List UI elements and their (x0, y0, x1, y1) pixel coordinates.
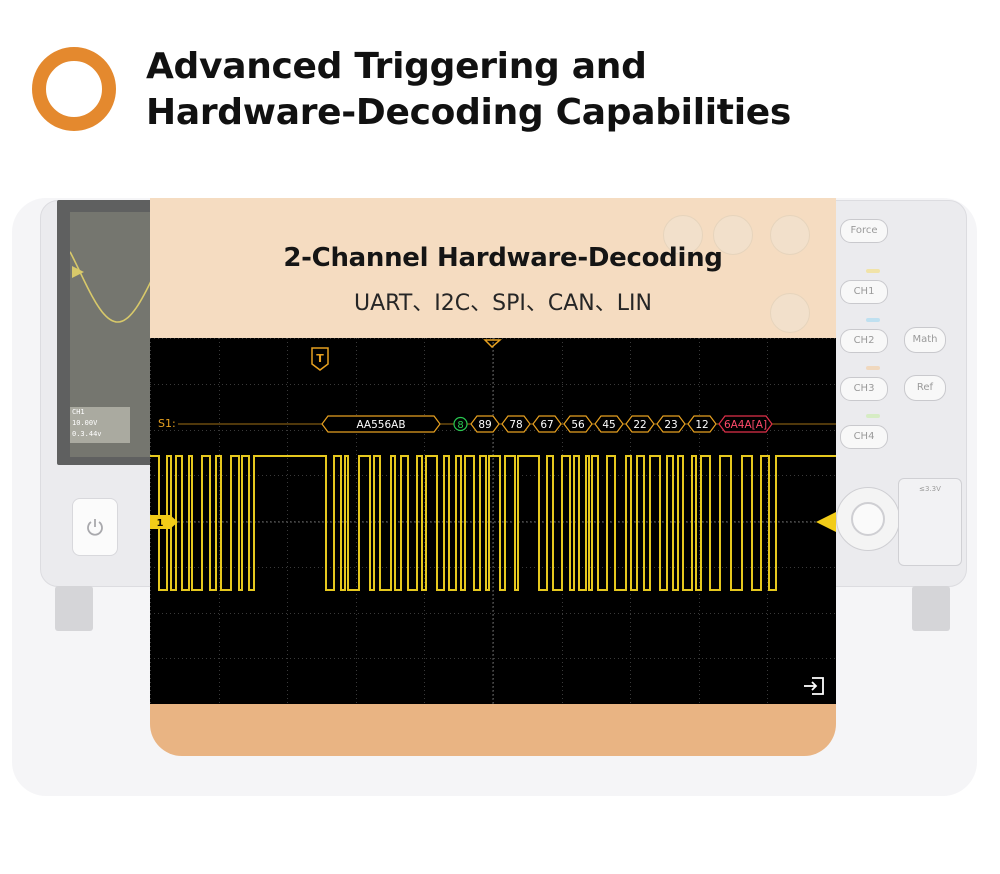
decode-field-7: 22 (625, 415, 655, 433)
svg-text:T: T (316, 352, 324, 365)
knob-left (663, 215, 703, 255)
bnc-connector (836, 487, 900, 551)
title-line-2: Hardware-Decoding Capabilities (146, 92, 791, 133)
decode-field-0: AA556AB (321, 415, 441, 433)
channel-marker: 1 (150, 515, 178, 529)
decode-field-9: 12 (687, 415, 717, 433)
math-button[interactable]: Math (904, 327, 946, 353)
decode-row: AA556AB 8 89 78 67 56 45 22 23 12 6A4A[A] (321, 415, 773, 433)
info-line-3: 0.3.44v (72, 430, 102, 438)
svg-text:78: 78 (509, 419, 522, 431)
svg-text:22: 22 (633, 419, 646, 431)
probe-compensation-panel: ≤3.3V (898, 478, 962, 566)
feature-title: 2-Channel Hardware-Decoding (283, 243, 723, 273)
decode-field-6: 45 (594, 415, 624, 433)
ring-logo-icon (32, 47, 116, 131)
decode-field-1: 8 (453, 416, 468, 432)
svg-text:12: 12 (695, 419, 708, 431)
page-title: Advanced Triggering and Hardware-Decodin… (146, 44, 966, 136)
svg-text:45: 45 (602, 419, 615, 431)
feature-protocols: UART、I2C、SPI、CAN、LIN (354, 291, 652, 316)
ch3-led (866, 366, 880, 370)
knob-vertical (770, 215, 810, 255)
svg-text:AA556AB: AA556AB (356, 419, 405, 431)
ch4-led (866, 414, 880, 418)
title-line-1: Advanced Triggering and (146, 46, 647, 87)
scope-grid (150, 338, 836, 704)
decode-field-2: 89 (470, 415, 500, 433)
bus-label: S1: (158, 417, 176, 430)
decode-field-4: 67 (532, 415, 562, 433)
svg-text:1: 1 (157, 518, 164, 529)
svg-text:67: 67 (540, 419, 553, 431)
device-foot-right (912, 586, 950, 631)
trigger-level-marker (816, 512, 836, 532)
svg-text:6A4A[A]: 6A4A[A] (724, 419, 767, 431)
ch1-button[interactable]: CH1 (840, 280, 888, 304)
info-line-1: CH1 (72, 408, 85, 416)
oscilloscope-screen: T S1: AA556AB 8 89 78 67 56 45 22 23 12 6A4A[A] 1 (150, 338, 836, 704)
decode-field-3: 78 (501, 415, 531, 433)
ch3-button[interactable]: CH3 (840, 377, 888, 401)
trigger-marker: T (311, 347, 329, 371)
svg-text:89: 89 (478, 419, 491, 431)
svg-text:8: 8 (457, 420, 463, 431)
decode-field-5: 56 (563, 415, 593, 433)
digital-signal-trace (150, 455, 836, 591)
power-icon (87, 519, 103, 536)
feature-header-overlay (150, 198, 836, 338)
svg-text:23: 23 (664, 419, 677, 431)
ch2-led (866, 318, 880, 322)
info-line-2: 10.00V (72, 419, 98, 427)
svg-text:56: 56 (571, 419, 585, 431)
knob-position (770, 293, 810, 333)
decode-field-8: 23 (656, 415, 686, 433)
decode-field-10: 6A4A[A] (718, 415, 773, 433)
ch4-button[interactable]: CH4 (840, 425, 888, 449)
exit-icon[interactable] (802, 676, 826, 696)
knob-right (713, 215, 753, 255)
device-foot-left (55, 586, 93, 631)
power-button[interactable] (72, 498, 118, 556)
ref-button[interactable]: Ref (904, 375, 946, 401)
scope-canvas: T S1: AA556AB 8 89 78 67 56 45 22 23 12 6A4A[A] 1 (150, 338, 836, 704)
device-channel-info: CH1 10.00V 0.3.44v (70, 407, 130, 443)
ch2-button[interactable]: CH2 (840, 329, 888, 353)
force-button[interactable]: Force (840, 219, 888, 243)
probe-label: ≤3.3V (919, 485, 941, 493)
ch1-led (866, 269, 880, 273)
trigger-position-marker (483, 339, 502, 349)
